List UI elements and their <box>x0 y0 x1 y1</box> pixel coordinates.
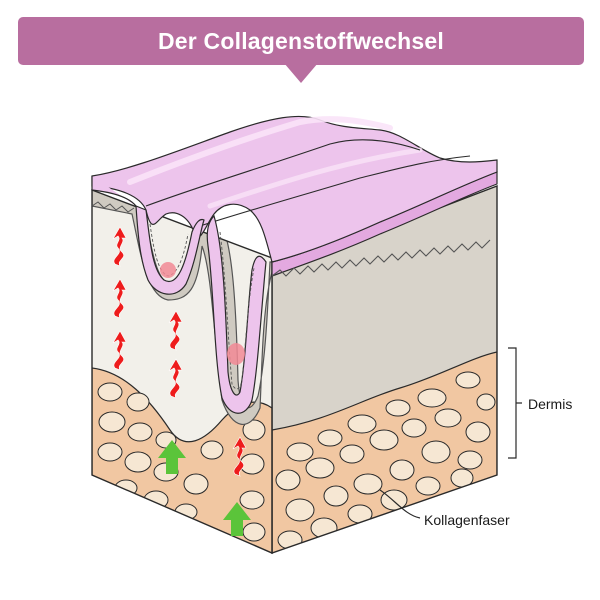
title-banner <box>18 17 584 65</box>
front-face <box>92 190 272 553</box>
collagen-fiber-label: Kollagenfaser <box>424 512 510 528</box>
dermis-bracket <box>508 347 522 459</box>
epidermis-top <box>91 115 498 414</box>
dermis-label: Dermis <box>528 396 573 412</box>
title-pointer <box>284 63 318 83</box>
page-title: Der Collagenstoffwechsel <box>158 28 444 54</box>
collagen-fiber-leader <box>379 489 421 519</box>
